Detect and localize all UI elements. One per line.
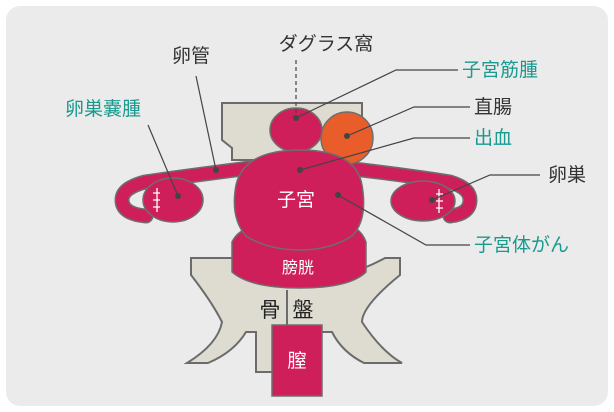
label-ovarian-cyst: 卵巣嚢腫 <box>65 98 141 120</box>
left-ovary-cyst <box>142 177 204 223</box>
vagina-shape <box>271 324 323 397</box>
label-douglas: ダグラス窩 <box>279 33 374 55</box>
dot-rectum <box>344 133 350 139</box>
dot-oviduct <box>213 167 219 173</box>
leader-cancer <box>337 194 470 246</box>
label-vagina: 膣 <box>287 350 306 372</box>
uterus-body <box>233 149 365 251</box>
label-bleeding: 出血 <box>474 127 512 149</box>
left-ovary-detail <box>153 188 160 212</box>
label-pelvis-right: 盤 <box>293 298 314 322</box>
leader-rectum <box>346 106 470 137</box>
dot-cancer <box>335 192 341 198</box>
leader-ovary <box>431 174 540 201</box>
dot-ovary <box>429 197 435 203</box>
label-oviduct: 卵管 <box>172 45 210 67</box>
leader-bleeding <box>299 137 470 171</box>
right-ovary <box>390 180 456 222</box>
leader-oviduct <box>195 75 217 171</box>
label-pelvis-left: 骨 <box>260 298 281 322</box>
label-uterus: 子宮 <box>277 189 315 211</box>
leader-ovarian-cyst <box>147 124 179 197</box>
label-rectum: 直腸 <box>474 96 512 118</box>
label-uterine-cancer: 子宮体がん <box>474 234 569 256</box>
dot-bleeding <box>297 167 303 173</box>
label-ovary: 卵巣 <box>548 164 586 186</box>
leader-myoma <box>295 69 458 119</box>
label-bladder: 膀胱 <box>282 258 314 277</box>
dot-myoma <box>293 115 299 121</box>
label-myoma: 子宮筋腫 <box>462 59 538 81</box>
right-fallopian-tube-fill <box>339 162 477 222</box>
uterine-myoma <box>269 107 323 153</box>
left-fallopian-tube-fill <box>115 162 256 222</box>
right-ovary-detail <box>436 189 443 213</box>
dot-ovarian-cyst <box>175 193 181 199</box>
